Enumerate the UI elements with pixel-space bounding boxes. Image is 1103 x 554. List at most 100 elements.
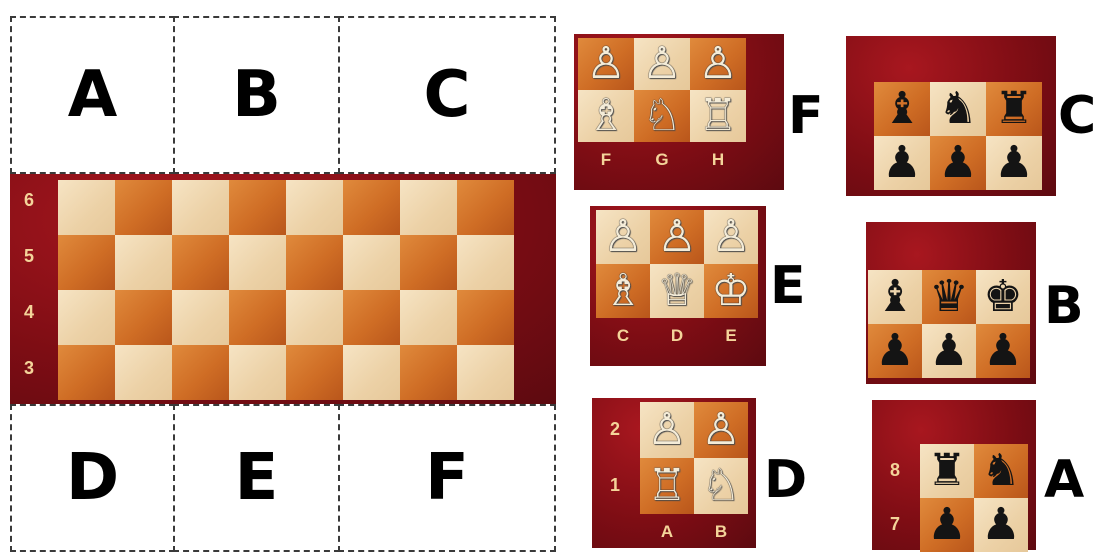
board-square [286,235,343,290]
board-square [400,290,457,345]
file-label: E [704,326,758,346]
fragment-label-e: E [770,256,806,316]
file-label: G [634,150,690,170]
board-square [58,235,115,290]
rank-label: 6 [24,190,34,211]
fragment-label-b: B [1044,276,1084,336]
board-square [58,345,115,400]
white-pawn-icon: ♙ [704,210,758,264]
board-square [343,180,400,235]
file-label: F [578,150,634,170]
board-square [115,290,172,345]
board-square [343,235,400,290]
board-square [58,290,115,345]
board-square [400,180,457,235]
white-pawn-icon: ♙ [650,210,704,264]
black-pawn-icon: ♟ [922,324,976,378]
slot-label: C [424,58,471,132]
rank-label: 1 [610,475,620,496]
drop-slot-d[interactable]: D [10,404,175,552]
white-rook-icon: ♖ [690,90,746,142]
file-label: B [694,522,748,542]
fragment-label-c: C [1058,86,1096,146]
rank-label: 3 [24,358,34,379]
rank-label: 7 [890,514,900,535]
white-rook-icon: ♖ [640,458,694,514]
black-queen-icon: ♛ [922,270,976,324]
board-square [229,180,286,235]
black-rook-icon: ♜ [920,444,974,498]
black-pawn-icon: ♟ [974,498,1028,552]
black-pawn-icon: ♟ [874,136,930,190]
board-square [457,235,514,290]
black-bishop-icon: ♝ [874,82,930,136]
board-middle-ranks: 6 5 4 3 [10,174,556,404]
white-king-icon: ♔ [704,264,758,318]
board-square [115,345,172,400]
board-square [457,180,514,235]
black-king-icon: ♚ [976,270,1030,324]
white-knight-icon: ♘ [634,90,690,142]
slot-label: D [66,441,119,515]
board-square [115,235,172,290]
white-pawn-icon: ♙ [634,38,690,90]
black-knight-icon: ♞ [930,82,986,136]
fragment-label-f: F [788,86,824,146]
piece-fragment-b[interactable]: ♝♛♚♟♟♟ [866,222,1036,384]
board-square [286,345,343,400]
file-label: A [640,522,694,542]
white-pawn-icon: ♙ [578,38,634,90]
white-knight-icon: ♘ [694,458,748,514]
file-label: H [690,150,746,170]
board-square [400,235,457,290]
board-square [172,235,229,290]
board-square [172,345,229,400]
rank-label: 4 [24,302,34,323]
white-pawn-icon: ♙ [640,402,694,458]
drop-slot-e[interactable]: E [173,404,340,552]
white-pawn-icon: ♙ [596,210,650,264]
white-bishop-icon: ♗ [596,264,650,318]
fragment-label-a: A [1044,450,1084,510]
black-pawn-icon: ♟ [976,324,1030,378]
board-square [457,290,514,345]
board-square [457,345,514,400]
white-pawn-icon: ♙ [690,38,746,90]
board-square [229,235,286,290]
board-square [58,180,115,235]
rank-label: 5 [24,246,34,267]
board-square [343,290,400,345]
board-square [229,290,286,345]
slot-label: F [425,441,469,515]
black-pawn-icon: ♟ [920,498,974,552]
board-square [400,345,457,400]
piece-fragment-c[interactable]: ♝♞♜♟♟♟ [846,36,1056,196]
drop-slot-a[interactable]: A [10,16,175,174]
file-label: D [650,326,704,346]
drop-slot-b[interactable]: B [173,16,340,174]
board-square [286,180,343,235]
board-squares [58,180,514,400]
puzzle-board: A B C 6 5 4 3 D E F [10,16,556,552]
board-square [343,345,400,400]
drop-slot-f[interactable]: F [338,404,556,552]
board-square [172,290,229,345]
white-queen-icon: ♕ [650,264,704,318]
board-square [115,180,172,235]
white-pawn-icon: ♙ [694,402,748,458]
white-bishop-icon: ♗ [578,90,634,142]
drop-slot-c[interactable]: C [338,16,556,174]
board-square [229,345,286,400]
black-pawn-icon: ♟ [868,324,922,378]
rank-label: 8 [890,460,900,481]
file-label: C [596,326,650,346]
rank-label: 2 [610,419,620,440]
slot-label: E [235,441,279,515]
board-square [172,180,229,235]
fragment-label-d: D [764,450,807,510]
black-rook-icon: ♜ [986,82,1042,136]
